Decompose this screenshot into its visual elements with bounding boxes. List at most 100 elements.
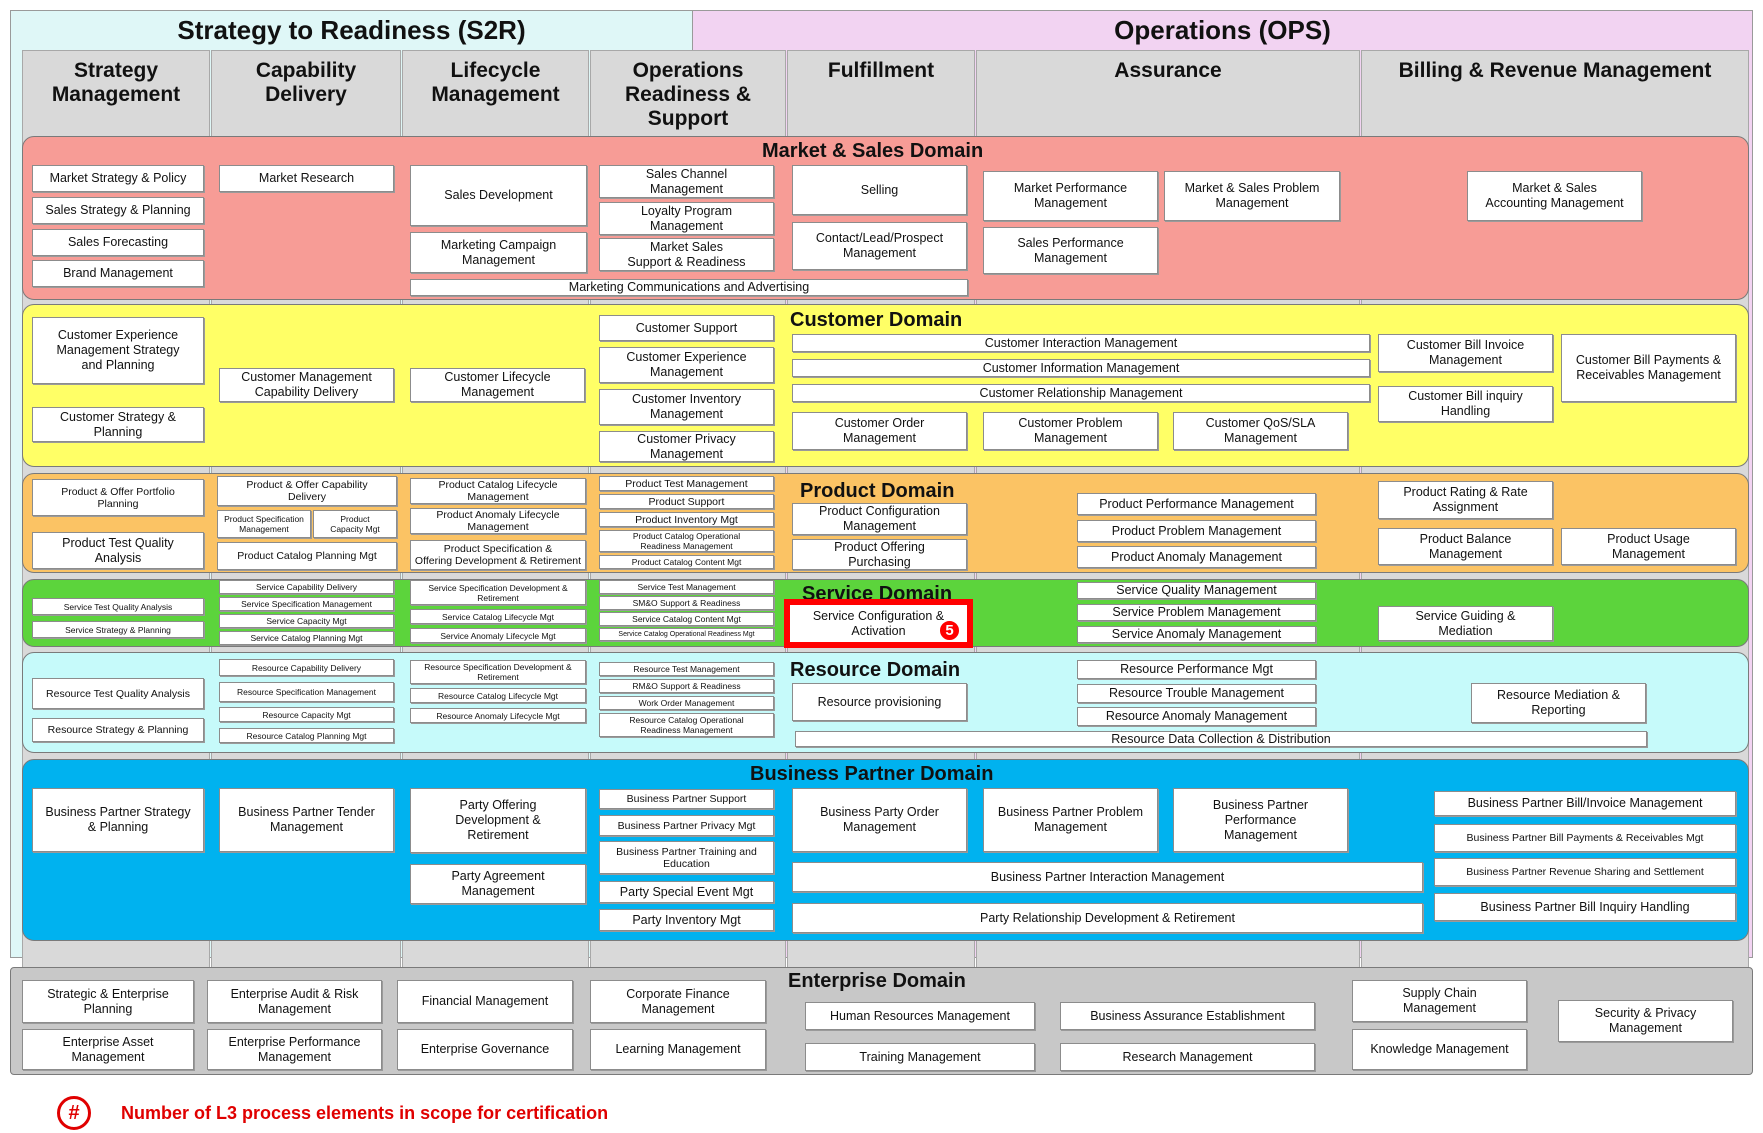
strategic-enterprise-planning[interactable]: Strategic & Enterprise Planning [22,980,194,1023]
resource-performance-mgt[interactable]: Resource Performance Mgt [1077,660,1316,679]
product-balance-management[interactable]: Product Balance Management [1378,528,1553,565]
resource-catalog-planning-mgt[interactable]: Resource Catalog Planning Mgt [219,728,394,743]
market-sales-problem-management[interactable]: Market & Sales Problem Management [1164,171,1340,221]
service-guiding-mediation[interactable]: Service Guiding & Mediation [1378,606,1553,641]
business-assurance-establishment[interactable]: Business Assurance Establishment [1060,1002,1315,1030]
enterprise-governance[interactable]: Enterprise Governance [397,1029,573,1070]
service-catalog-operational-readiness[interactable]: Service Catalog Operational Readiness Mg… [599,628,774,641]
resource-trouble-management[interactable]: Resource Trouble Management [1077,684,1316,703]
resource-mediation-reporting[interactable]: Resource Mediation & Reporting [1471,683,1646,723]
service-capacity-mgt[interactable]: Service Capacity Mgt [219,614,394,628]
product-specification-offering-development[interactable]: Product Specification & Offering Develop… [410,540,586,570]
product-offer-capability-delivery[interactable]: Product & Offer Capability Delivery [217,476,397,506]
product-usage-management[interactable]: Product Usage Management [1561,528,1736,565]
product-problem-management[interactable]: Product Problem Management [1077,520,1316,542]
resource-test-quality-analysis[interactable]: Resource Test Quality Analysis [32,678,204,709]
product-catalog-planning-mgt[interactable]: Product Catalog Planning Mgt [217,542,397,570]
service-specification-development[interactable]: Service Specification Development & Reti… [410,580,586,605]
rmo-support-readiness[interactable]: RM&O Support & Readiness [599,679,774,693]
market-sales-support[interactable]: Market Sales Support & Readiness [599,238,774,271]
service-test-management[interactable]: Service Test Management [599,580,774,594]
work-order-management[interactable]: Work Order Management [599,696,774,710]
resource-test-management[interactable]: Resource Test Management [599,662,774,676]
product-catalog-content-mgt[interactable]: Product Catalog Content Mgt [599,555,774,569]
product-support[interactable]: Product Support [599,494,774,509]
learning-management[interactable]: Learning Management [590,1029,766,1070]
customer-information-management[interactable]: Customer Information Management [792,359,1370,377]
service-test-quality-analysis[interactable]: Service Test Quality Analysis [32,598,204,615]
customer-relationship-management[interactable]: Customer Relationship Management [792,384,1370,402]
contact-lead-prospect[interactable]: Contact/Lead/Prospect Management [792,222,967,270]
service-specification-management[interactable]: Service Specification Management [219,597,394,611]
product-inventory-mgt[interactable]: Product Inventory Mgt [599,512,774,527]
customer-interaction-management[interactable]: Customer Interaction Management [792,334,1370,352]
customer-bill-invoice[interactable]: Customer Bill Invoice Management [1378,334,1553,372]
resource-capability-delivery[interactable]: Resource Capability Delivery [219,659,394,676]
service-catalog-content-mgt[interactable]: Service Catalog Content Mgt [599,612,774,626]
service-anomaly-lifecycle-mgt[interactable]: Service Anomaly Lifecycle Mgt [410,628,586,643]
enterprise-asset-management[interactable]: Enterprise Asset Management [22,1029,194,1070]
product-capacity-mgt[interactable]: Product Capacity Mgt [313,510,397,538]
product-catalog-lifecycle-management[interactable]: Product Catalog Lifecycle Management [410,478,586,504]
sales-channel-management[interactable]: Sales Channel Management [599,165,774,198]
research-management[interactable]: Research Management [1060,1043,1315,1071]
product-test-quality-analysis[interactable]: Product Test Quality Analysis [32,532,204,569]
business-party-order-management[interactable]: Business Party Order Management [792,788,967,852]
customer-support[interactable]: Customer Support [599,315,774,341]
market-performance-management[interactable]: Market Performance Management [983,171,1158,221]
product-offering-purchasing[interactable]: Product Offering Purchasing [792,539,967,570]
business-partner-problem-management[interactable]: Business Partner Problem Management [983,788,1158,852]
business-partner-tender-management[interactable]: Business Partner Tender Management [219,788,394,852]
business-partner-strategy-planning[interactable]: Business Partner Strategy & Planning [32,788,204,852]
security-privacy-management[interactable]: Security & Privacy Management [1558,1000,1733,1042]
party-special-event-mgt[interactable]: Party Special Event Mgt [599,881,774,903]
product-specification-management[interactable]: Product Specification Management [217,510,311,538]
marketing-campaign-management[interactable]: Marketing Campaign Management [410,232,587,273]
service-capability-delivery[interactable]: Service Capability Delivery [219,580,394,594]
service-problem-management[interactable]: Service Problem Management [1077,604,1316,621]
service-quality-management[interactable]: Service Quality Management [1077,582,1316,599]
resource-anomaly-lifecycle-mgt[interactable]: Resource Anomaly Lifecycle Mgt [410,708,586,723]
customer-problem-management[interactable]: Customer Problem Management [983,412,1158,450]
market-research[interactable]: Market Research [219,165,394,192]
sales-development[interactable]: Sales Development [410,165,587,226]
business-partner-bill-payments[interactable]: Business Partner Bill Payments & Receiva… [1434,824,1736,852]
party-inventory-mgt[interactable]: Party Inventory Mgt [599,909,774,931]
supply-chain-management[interactable]: Supply Chain Management [1352,980,1527,1022]
customer-inventory-management[interactable]: Customer Inventory Management [599,389,774,425]
service-catalog-planning-mgt[interactable]: Service Catalog Planning Mgt [219,631,394,645]
business-partner-bill-inquiry[interactable]: Business Partner Bill Inquiry Handling [1434,893,1736,921]
customer-experience-management[interactable]: Customer Experience Management [599,347,774,383]
business-partner-revenue-sharing[interactable]: Business Partner Revenue Sharing and Set… [1434,858,1736,886]
product-performance-management[interactable]: Product Performance Management [1077,493,1316,515]
business-partner-interaction-management[interactable]: Business Partner Interaction Management [792,862,1423,892]
service-anomaly-management[interactable]: Service Anomaly Management [1077,626,1316,643]
resource-specification-development[interactable]: Resource Specification Development & Ret… [410,660,586,684]
customer-bill-inquiry[interactable]: Customer Bill inquiry Handling [1378,386,1553,422]
corporate-finance-management[interactable]: Corporate Finance Management [590,980,766,1023]
selling[interactable]: Selling [792,165,967,215]
business-partner-support[interactable]: Business Partner Support [599,789,774,809]
party-relationship-development[interactable]: Party Relationship Development & Retirem… [792,903,1423,933]
customer-privacy-management[interactable]: Customer Privacy Management [599,431,774,462]
customer-strategy-planning[interactable]: Customer Strategy & Planning [32,407,204,442]
product-anomaly-management[interactable]: Product Anomaly Management [1077,546,1316,568]
enterprise-performance-management[interactable]: Enterprise Performance Management [207,1029,382,1070]
resource-catalog-lifecycle-mgt[interactable]: Resource Catalog Lifecycle Mgt [410,688,586,703]
business-partner-bill-invoice[interactable]: Business Partner Bill/Invoice Management [1434,791,1736,816]
product-offer-portfolio-planning[interactable]: Product & Offer Portfolio Planning [32,479,204,516]
loyalty-program-management[interactable]: Loyalty Program Management [599,202,774,235]
business-partner-privacy-mgt[interactable]: Business Partner Privacy Mgt [599,815,774,836]
business-partner-performance-management[interactable]: Business Partner Performance Management [1173,788,1348,852]
customer-order-management[interactable]: Customer Order Management [792,412,967,450]
sales-strategy-planning[interactable]: Sales Strategy & Planning [32,197,204,224]
service-catalog-lifecycle-mgt[interactable]: Service Catalog Lifecycle Mgt [410,609,586,624]
marketing-communications[interactable]: Marketing Communications and Advertising [410,279,968,296]
financial-management[interactable]: Financial Management [397,980,573,1023]
customer-bill-payments[interactable]: Customer Bill Payments & Receivables Man… [1561,334,1736,402]
resource-specification-management[interactable]: Resource Specification Management [219,682,394,702]
business-partner-training-education[interactable]: Business Partner Training and Education [599,841,774,874]
smo-support-readiness[interactable]: SM&O Support & Readiness [599,596,774,610]
market-sales-accounting[interactable]: Market & Sales Accounting Management [1467,171,1642,221]
resource-catalog-operational-readiness[interactable]: Resource Catalog Operational Readiness M… [599,713,774,737]
